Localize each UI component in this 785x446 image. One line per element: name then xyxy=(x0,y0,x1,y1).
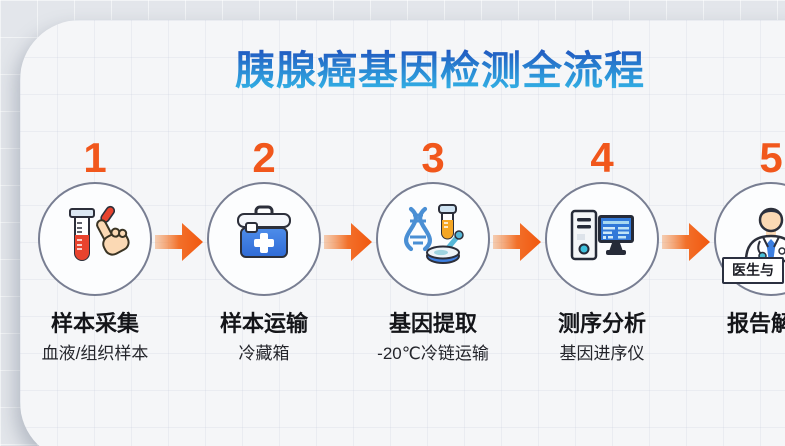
step-title: 测序分析 xyxy=(557,311,646,336)
doctor-icon xyxy=(733,199,785,280)
step-title: 报告解读 xyxy=(726,311,785,336)
doctor-label-badge: 医生与 xyxy=(722,257,784,284)
step-number: 3 xyxy=(421,134,445,181)
step-number: 4 xyxy=(590,134,614,181)
step-subtitle: 冷藏箱 xyxy=(238,344,290,363)
step-title: 样本运输 xyxy=(219,311,308,336)
step-circle xyxy=(207,182,321,296)
flow-arrow-icon xyxy=(324,221,372,268)
step-subtitle: 基因进序仪 xyxy=(559,344,645,363)
blood-sample-tube-hand-icon xyxy=(57,199,133,280)
sequencing-computer-icon xyxy=(564,199,640,280)
step-subtitle: 血液/组织样本 xyxy=(41,344,149,363)
cooler-box-icon xyxy=(226,199,302,280)
step-circle xyxy=(38,182,152,296)
page-title: 胰腺癌基因检测全流程 xyxy=(0,38,785,96)
dna-extraction-icon xyxy=(395,199,471,280)
flow-arrow-icon xyxy=(493,221,541,268)
flow-arrow-icon xyxy=(155,221,203,268)
step-title: 基因提取 xyxy=(388,311,477,336)
step-circle xyxy=(376,182,490,296)
step-number: 1 xyxy=(83,134,107,181)
step-number: 2 xyxy=(252,134,276,181)
step-subtitle: -20℃冷链运输 xyxy=(377,344,489,363)
step-sequencing-analysis: 4 测序分析 基因进序仪 xyxy=(517,136,687,366)
flow-arrow-icon xyxy=(662,221,710,268)
step-gene-extraction: 3 基因提取 -20℃冷链运输 xyxy=(348,136,518,366)
step-sample-transport: 2 样本运输 冷藏箱 xyxy=(179,136,349,366)
step-title: 样本采集 xyxy=(50,311,139,336)
step-number: 5 xyxy=(759,134,783,181)
step-sample-collection: 1 样本采集 血液/组织样本 xyxy=(10,136,180,366)
step-circle xyxy=(545,182,659,296)
